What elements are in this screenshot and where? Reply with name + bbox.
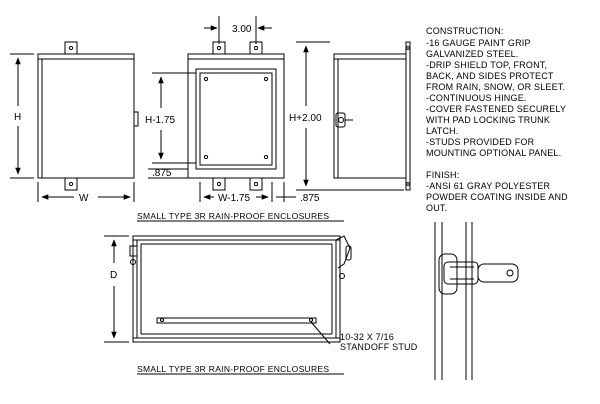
- dim-h-minus-label: H-1.75: [145, 115, 175, 126]
- construction-line: -DRIP SHIELD TOP, FRONT,: [426, 60, 547, 70]
- construction-heading: CONSTRUCTION:: [426, 26, 504, 36]
- construction-line: GALVANIZED STEEL.: [426, 49, 519, 59]
- dim-h-plus-label: H+2.00: [289, 113, 322, 124]
- mounting-flange: [405, 41, 411, 191]
- bottom-mount-tab-right: [249, 177, 263, 191]
- mount-hole: [68, 45, 74, 51]
- side-view-left: [10, 41, 139, 202]
- finish-line: OUT.: [426, 203, 447, 213]
- panel-stud: [263, 154, 269, 160]
- dim-w-minus-label: W-1.75: [218, 193, 250, 204]
- dim-bottom-offset-label: .875: [152, 168, 172, 179]
- mount-hole: [68, 181, 74, 187]
- finish-heading: FINISH:: [426, 170, 459, 180]
- padlock-hole: [506, 269, 514, 277]
- trunk-latch-section: [335, 235, 351, 269]
- finish-line: -ANSI 61 GRAY POLYESTER: [426, 181, 550, 191]
- latch-plate: [443, 261, 479, 285]
- construction-line: LATCH.: [426, 126, 459, 136]
- back-wall: [132, 235, 341, 241]
- panel-stud: [263, 76, 269, 82]
- construction-line: MOUNTING OPTIONAL PANEL.: [426, 148, 561, 158]
- construction-line: -16 GAUGE PAINT GRIP: [426, 38, 531, 48]
- callout-line2: STANDOFF STUD: [340, 342, 418, 352]
- callout-line1: 10-32 X 7/16: [340, 332, 394, 342]
- construction-line: -COVER FASTENED SECURELY: [426, 104, 566, 114]
- caption-bottom: SMALL TYPE 3R RAIN-PROOF ENCLOSURES: [137, 364, 329, 374]
- hinge: [129, 245, 138, 257]
- panel-stud: [203, 154, 209, 160]
- construction-line: WITH PAD LOCKING TRUNK: [426, 115, 550, 125]
- inner-panel: [199, 72, 273, 166]
- dim-side-offset-label: .875: [300, 193, 320, 204]
- bottom-mount-tab-left: [212, 177, 226, 191]
- construction-line: FROM RAIN, SNOW, OR SLEET.: [426, 82, 565, 92]
- construction-line: -STUDS PROVIDED FOR: [426, 137, 535, 147]
- side-enclosure-body: [37, 53, 135, 179]
- latch-tongue: [477, 263, 519, 283]
- dim-w-label: W: [79, 193, 89, 204]
- construction-line: -CONTINUOUS HINGE.: [426, 93, 527, 103]
- finish-line: POWDER COATING INSIDE AND: [426, 192, 568, 202]
- top-mount-tab: [64, 41, 78, 55]
- top-section-view: [104, 235, 352, 345]
- hinge-pin: [130, 259, 136, 265]
- latch-detail: [434, 222, 519, 380]
- front-view: [148, 16, 296, 202]
- cover-panel: [195, 68, 277, 170]
- panel-stud: [203, 76, 209, 82]
- latch-pivot: [338, 117, 344, 123]
- construction-line: BACK, AND SIDES PROTECT: [426, 71, 554, 81]
- caption-top: SMALL TYPE 3R RAIN-PROOF ENCLOSURES: [137, 211, 329, 221]
- front-cover: [132, 337, 341, 343]
- optional-panel: [156, 317, 317, 324]
- drip-shield-top: [37, 53, 135, 60]
- dim-3-00-label: 3.00: [232, 24, 252, 35]
- latch-edge: [133, 111, 139, 127]
- dim-d-label: D: [110, 270, 117, 281]
- bottom-mount-tab: [64, 177, 78, 191]
- right-wall: [335, 239, 341, 339]
- dim-h-label: H: [14, 112, 21, 123]
- latch-body: [438, 253, 458, 295]
- callout-leader: [310, 321, 331, 345]
- left-wall: [132, 239, 138, 339]
- side-view-right: [296, 41, 411, 191]
